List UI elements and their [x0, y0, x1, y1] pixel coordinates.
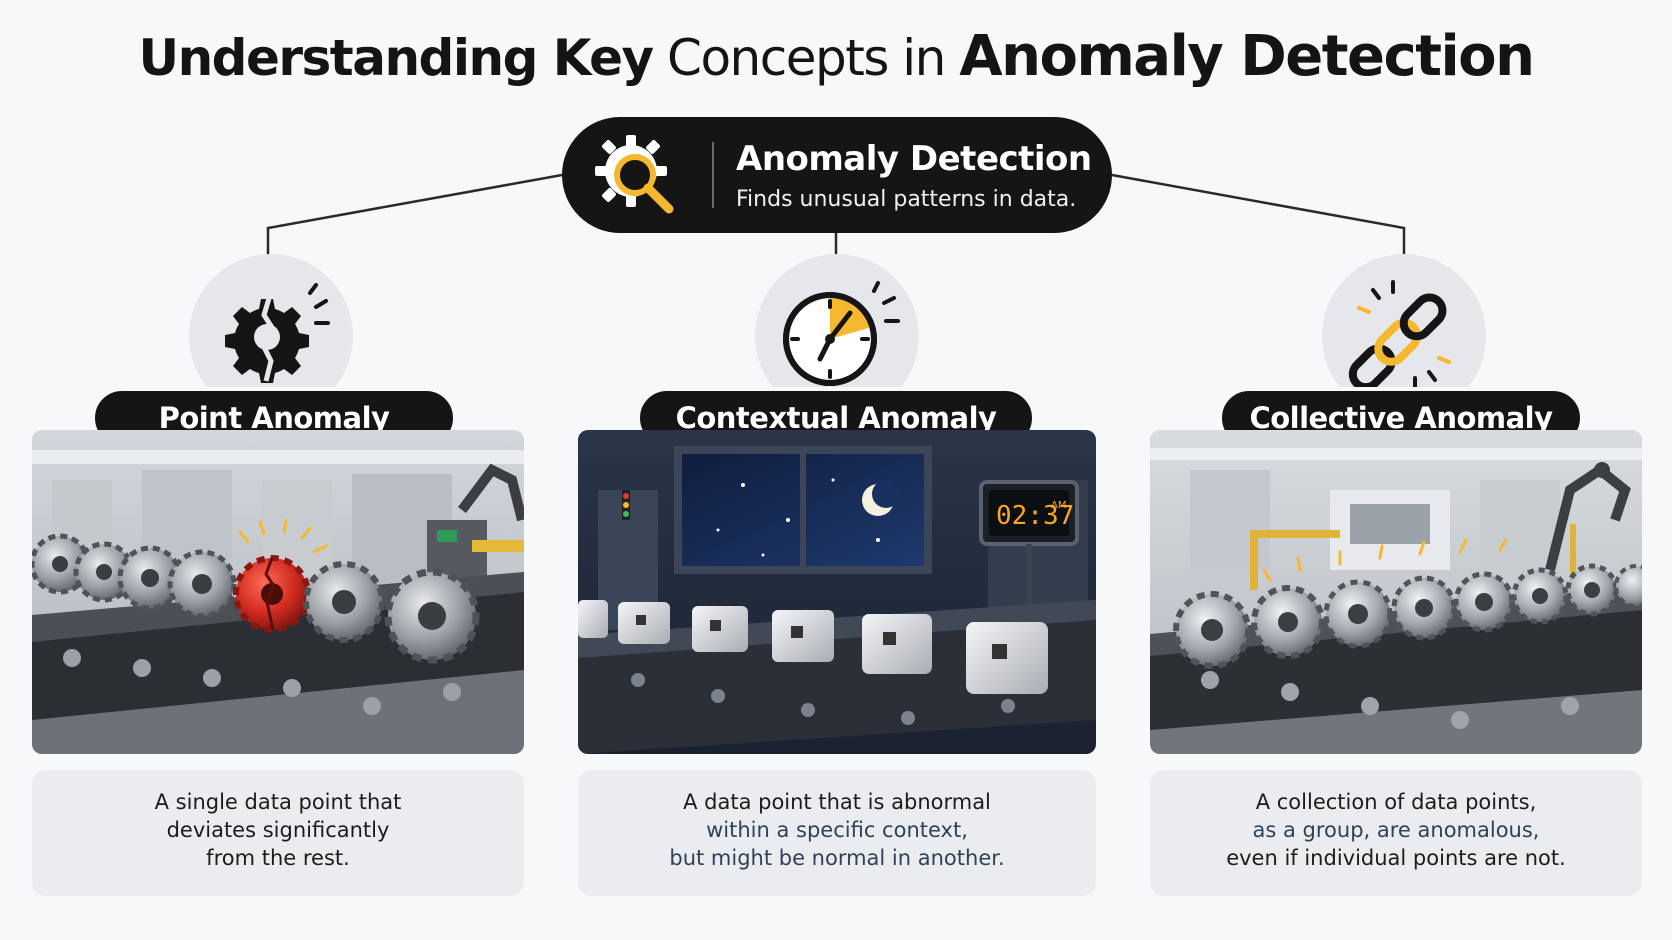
- chain-link-icon: [1348, 280, 1451, 392]
- description-line: A single data point that: [154, 790, 402, 814]
- point-anomaly-photo: [32, 430, 524, 754]
- title-part-2: Concepts in: [667, 29, 946, 87]
- hub-separator: [712, 142, 714, 208]
- clock-display-suffix: AM: [1051, 500, 1066, 511]
- gear-magnifier-icon: [562, 117, 712, 233]
- point-anomaly-description: A single data point that deviates signif…: [32, 770, 524, 896]
- clock-icon: [783, 281, 900, 386]
- hub-node: Anomaly Detection Finds unusual patterns…: [562, 117, 1112, 233]
- page-title: Understanding Key Concepts in Anomaly De…: [0, 24, 1672, 89]
- collective-anomaly-photo: [1150, 430, 1642, 754]
- title-part-3: Anomaly Detection: [959, 24, 1535, 89]
- title-part-1: Understanding Key: [138, 29, 654, 87]
- description-line: as a group, are anomalous,: [1252, 818, 1540, 842]
- contextual-anomaly-photo: 02:37 AM: [578, 430, 1096, 754]
- broken-gear-icon: [225, 283, 330, 383]
- hub-subtitle: Finds unusual patterns in data.: [736, 186, 1077, 212]
- description-line: within a specific context,: [706, 818, 968, 842]
- contextual-anomaly-description: A data point that is abnormal within a s…: [578, 770, 1096, 896]
- hub-title: Anomaly Detection: [736, 138, 1092, 179]
- hub-text: Anomaly Detection Finds unusual patterns…: [736, 139, 1092, 212]
- description-line: A data point that is abnormal: [683, 790, 991, 814]
- description-line: deviates significantly: [166, 818, 390, 842]
- collective-anomaly-description: A collection of data points, as a group,…: [1150, 770, 1642, 896]
- description-line: from the rest.: [206, 846, 350, 870]
- description-line: A collection of data points,: [1255, 790, 1537, 814]
- description-line: but might be normal in another.: [669, 846, 1005, 870]
- clock-display-digits: 02:37: [996, 501, 1074, 531]
- description-line: even if individual points are not.: [1226, 846, 1566, 870]
